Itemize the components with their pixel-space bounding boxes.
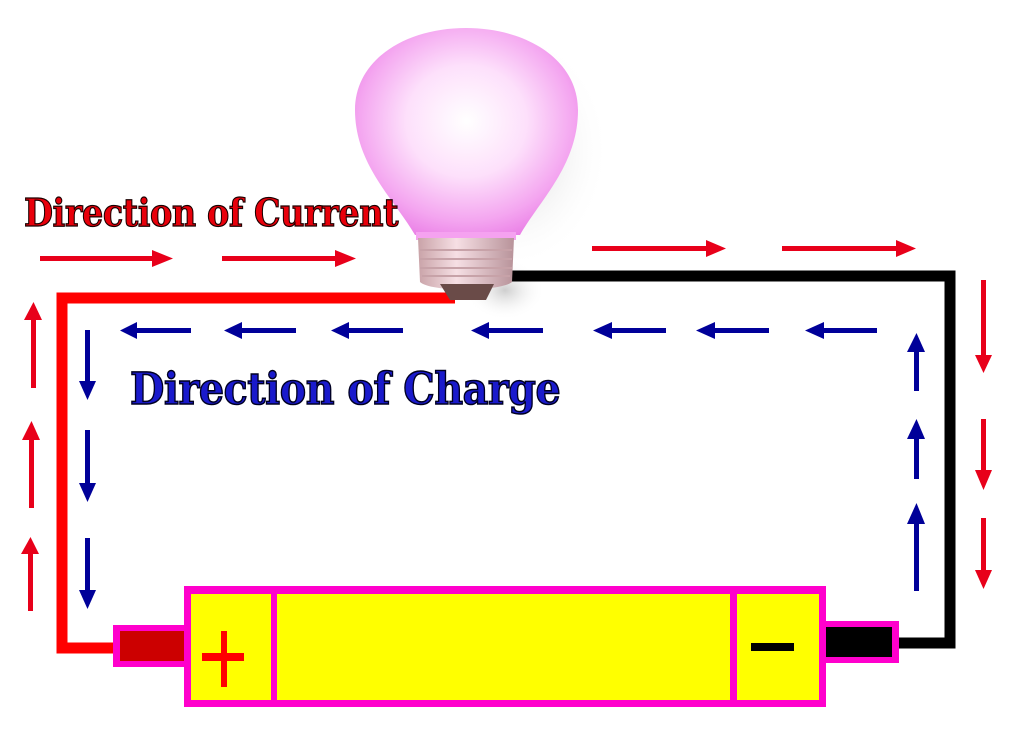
- arrow-left-icon: [331, 322, 403, 339]
- battery-icon: [184, 586, 826, 707]
- arrow-down-icon: [975, 419, 992, 490]
- charge-arrows: [79, 322, 925, 609]
- direction-of-current-label: Direction of Current: [23, 189, 399, 235]
- arrow-right-icon: [222, 250, 356, 267]
- arrow-down-icon: [975, 518, 992, 589]
- plus-sign-icon: [202, 631, 244, 687]
- arrow-left-icon: [224, 322, 296, 339]
- arrow-up-icon: [21, 537, 39, 611]
- arrow-up-icon: [22, 421, 40, 508]
- arrow-up-icon: [907, 419, 925, 479]
- arrow-right-icon: [592, 240, 726, 257]
- current-arrows: [21, 240, 992, 611]
- arrow-left-icon: [471, 322, 543, 339]
- light-bulb-icon: [355, 28, 578, 300]
- arrow-down-icon: [79, 430, 96, 502]
- minus-sign-icon: [751, 643, 794, 651]
- positive-wire: [56, 292, 455, 654]
- arrow-up-icon: [24, 302, 42, 388]
- arrow-down-icon: [79, 330, 96, 400]
- arrow-up-icon: [907, 333, 925, 391]
- direction-of-charge-label: Direction of Charge: [129, 363, 561, 416]
- arrow-down-icon: [79, 538, 96, 609]
- negative-wire: [512, 270, 956, 649]
- arrow-left-icon: [696, 322, 769, 339]
- arrow-left-icon: [593, 322, 666, 339]
- arrow-right-icon: [782, 240, 916, 257]
- arrow-up-icon: [907, 503, 925, 591]
- arrow-right-icon: [40, 250, 173, 267]
- arrow-left-icon: [805, 322, 877, 339]
- arrow-down-icon: [975, 280, 992, 373]
- arrow-left-icon: [120, 322, 191, 339]
